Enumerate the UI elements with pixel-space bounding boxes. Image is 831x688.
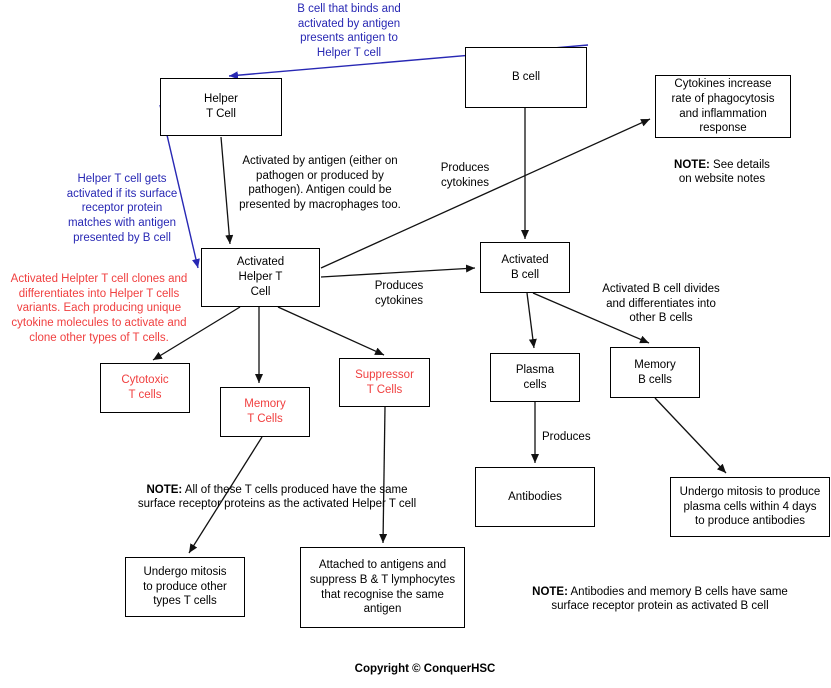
- note-b-cells-text: Antibodies and memory B cells have same …: [551, 585, 788, 613]
- attached-to-antigens-box: Attached to antigens and suppress B & T …: [300, 547, 465, 628]
- arrow-activated-bcell-to-plasma: [526, 292, 537, 349]
- arrow-helpert-to-activated-helpert: [220, 136, 234, 245]
- arrow-memoryb-to-undergo-mitosis-b: [654, 397, 727, 474]
- note-website-text: See details on website notes: [678, 158, 770, 186]
- copyright-text: Copyright © ConquerHSC: [354, 663, 496, 675]
- antibodies-box: Antibodies: [475, 467, 595, 527]
- arrow-activated-helpert-to-activated-bcell: [320, 264, 476, 278]
- note-t-cells: NOTE: All of these T cells produced have…: [115, 468, 439, 512]
- cytokines-effect-box: Cytokines increase rate of phagocytosis …: [655, 75, 791, 138]
- b-cell-box: B cell: [465, 47, 587, 108]
- suppressor-t-cells-box: Suppressor T Cells: [339, 358, 430, 407]
- note-t-cells-bold: NOTE:: [146, 483, 183, 496]
- memory-b-cells-box: Memory B cells: [610, 347, 700, 398]
- note-website-bold: NOTE:: [674, 158, 710, 171]
- plasma-cells-box: Plasma cells: [490, 353, 580, 402]
- helper-t-cell-box: Helper T Cell: [160, 78, 282, 136]
- activated-b-cell-box: Activated B cell: [480, 242, 570, 293]
- undergo-mitosis-t-box: Undergo mitosis to produce other types T…: [125, 557, 245, 617]
- note-website: NOTE: See details on website notes: [656, 143, 788, 187]
- annotation-b-cell-divides: Activated B cell divides and differentia…: [602, 283, 720, 325]
- label-produces-cytokines-vertical: Produces cytokines: [440, 162, 490, 189]
- note-b-cells-bold: NOTE:: [532, 585, 568, 598]
- annotation-activated-by-antigen: Activated by antigen (either on pathogen…: [239, 155, 401, 212]
- annotation-b-cell-presents: B cell that binds and activated by antig…: [297, 3, 401, 60]
- arrow-to-suppressor-tcells: [277, 306, 385, 356]
- cytotoxic-t-cells-box: Cytotoxic T cells: [100, 363, 190, 413]
- label-produces: Produces: [542, 431, 591, 443]
- note-b-cells: NOTE: Antibodies and memory B cells have…: [495, 570, 825, 614]
- annotation-activated-helper-clones: Activated Helpter T cell clones and diff…: [10, 273, 188, 344]
- note-t-cells-text: All of these T cells produced have the s…: [137, 483, 417, 511]
- label-produces-cytokines-horizontal: Produces cytokines: [374, 280, 424, 307]
- undergo-mitosis-b-box: Undergo mitosis to produce plasma cells …: [670, 477, 830, 537]
- activated-helper-t-cell-box: Activated Helper T Cell: [201, 248, 320, 307]
- memory-t-cells-box: Memory T Cells: [220, 387, 310, 437]
- annotation-helper-t-activation: Helper T cell gets activated if its surf…: [66, 173, 178, 244]
